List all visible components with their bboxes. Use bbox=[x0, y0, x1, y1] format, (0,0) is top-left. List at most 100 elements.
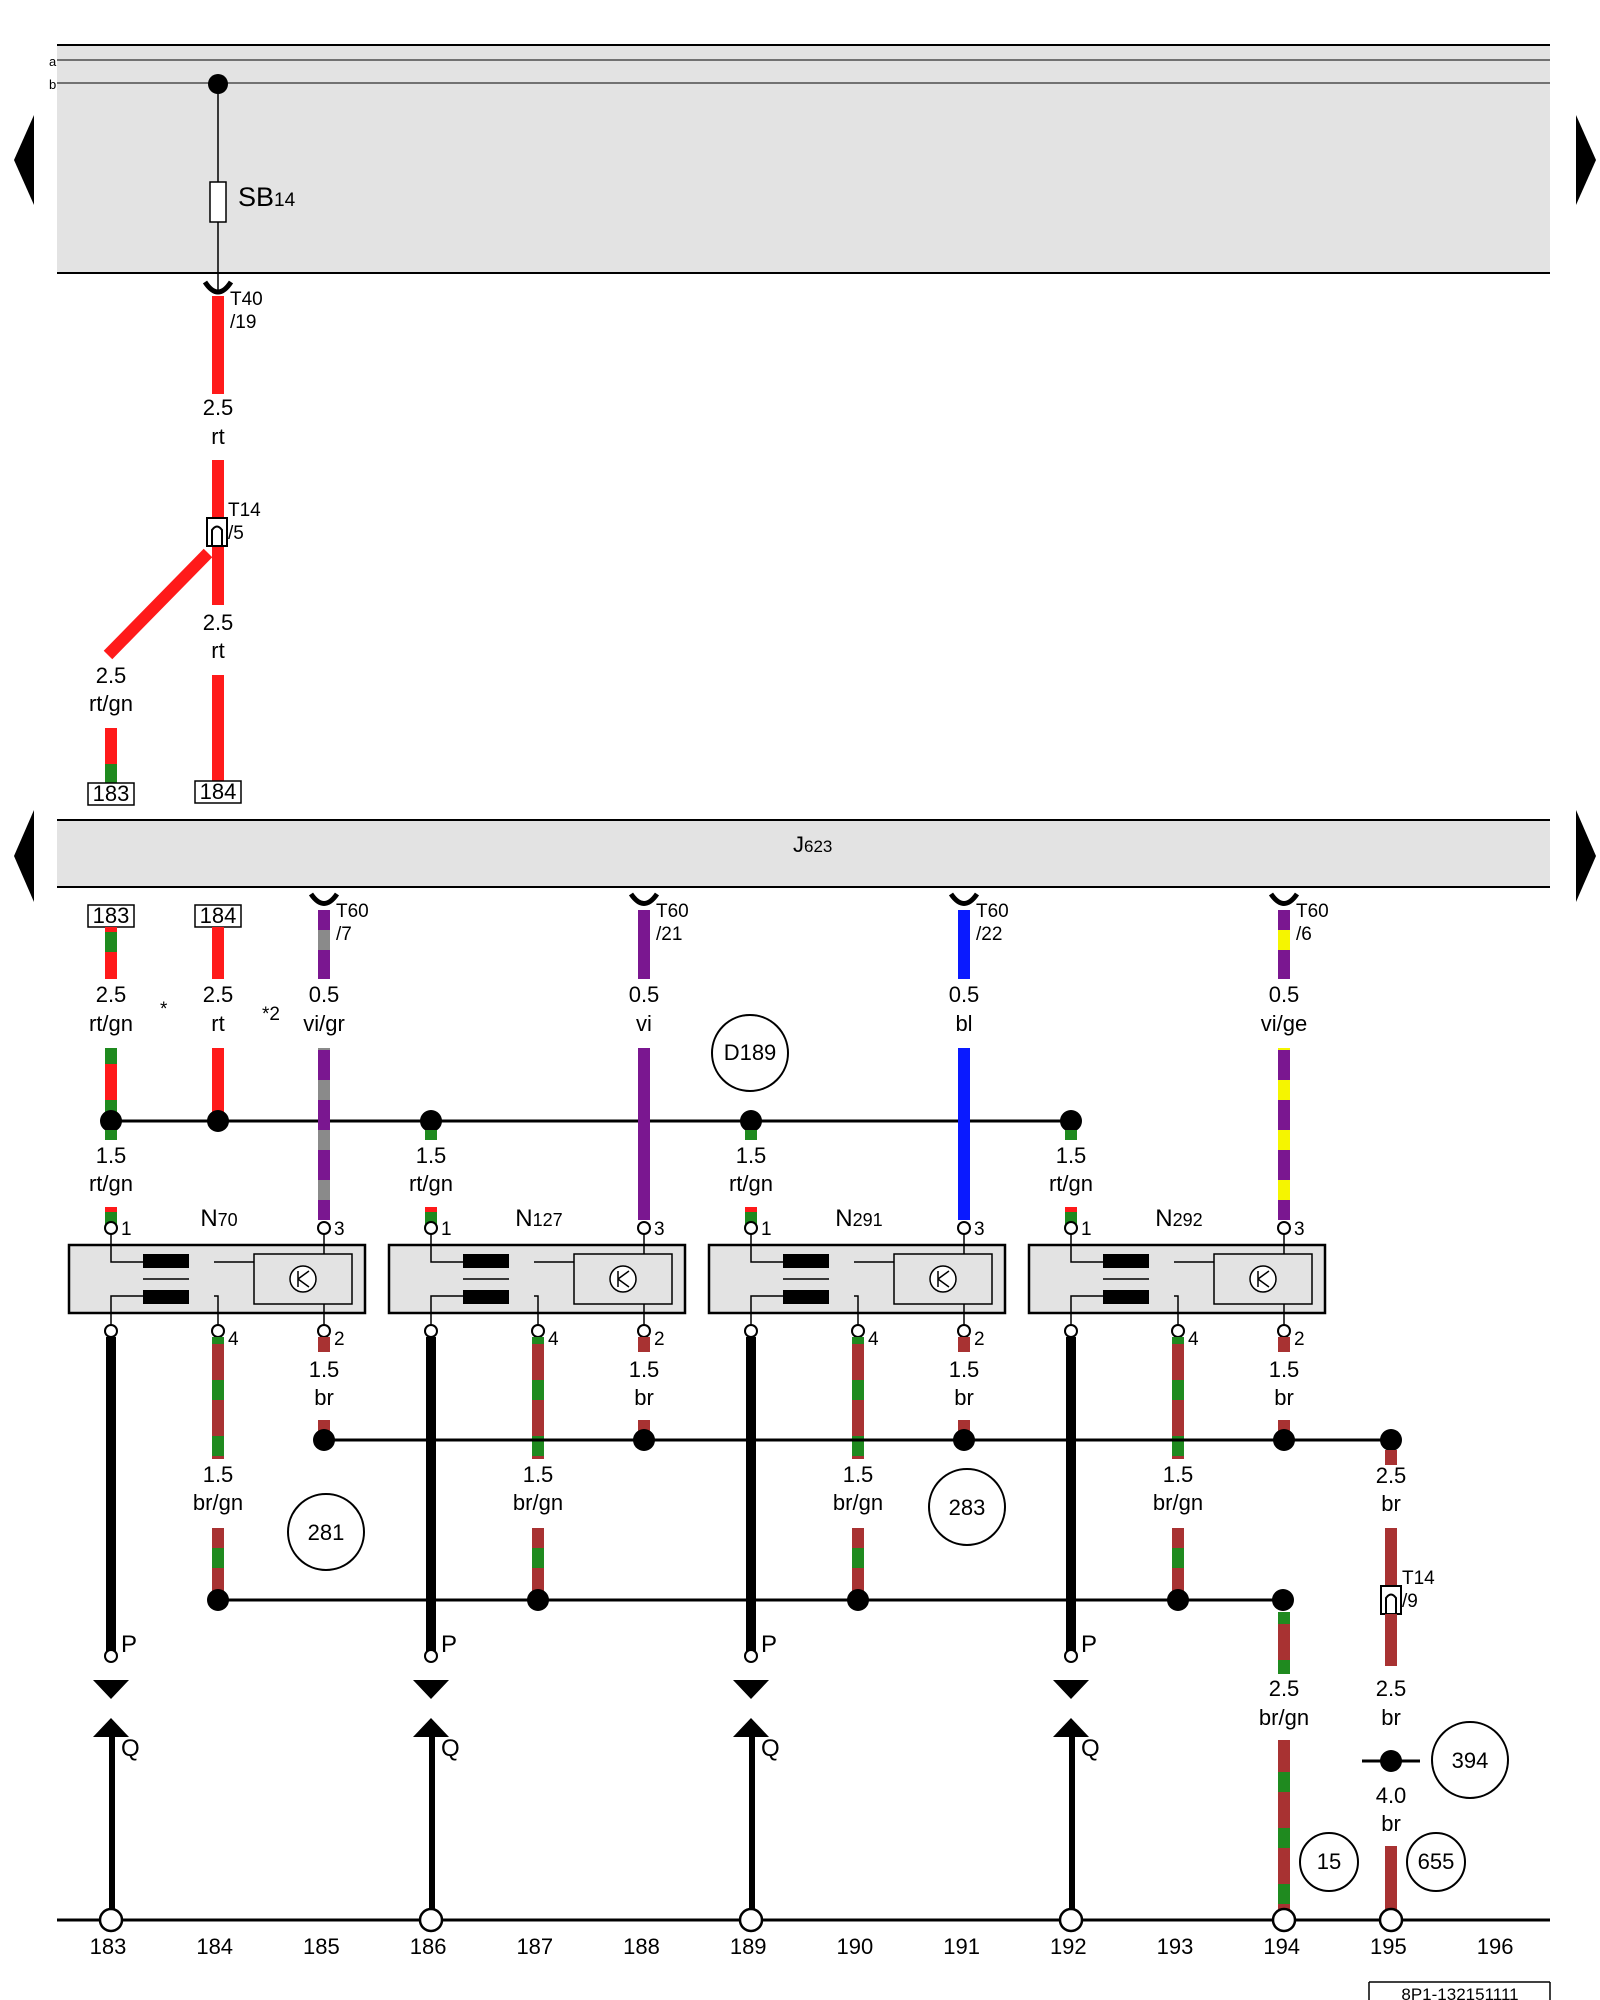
circle-ref-281[interactable]: 281 bbox=[287, 1493, 365, 1571]
arrow-up-icon bbox=[1053, 1718, 1089, 1737]
shielded-wire bbox=[1067, 1737, 1075, 1909]
circle-ref-15[interactable]: 15 bbox=[1299, 1832, 1359, 1892]
wire-rt-feed bbox=[212, 927, 224, 979]
wire-color-label: rt/gn bbox=[89, 691, 133, 716]
connector-p-label: P bbox=[121, 1631, 137, 1658]
wire-size-label: 1.5 bbox=[736, 1143, 767, 1168]
wire-size-label: 1.5 bbox=[203, 1462, 234, 1487]
coil-icon bbox=[463, 1254, 509, 1268]
pin-terminal bbox=[1171, 1324, 1185, 1338]
junction-dot bbox=[207, 1110, 229, 1132]
valve-name: N291 bbox=[835, 1205, 882, 1232]
wire-color-label: br bbox=[1274, 1385, 1294, 1410]
junction-dot bbox=[740, 1110, 762, 1132]
pin-label: 1 bbox=[441, 1219, 452, 1240]
shielded-wire bbox=[427, 1737, 435, 1909]
pin-terminal bbox=[957, 1324, 971, 1338]
circle-ref-d189[interactable]: D189 bbox=[711, 1014, 789, 1092]
wire-rtgn-feed bbox=[105, 1048, 117, 1122]
right-column: 2.5 br T14 /9 2.5 br 4.0 br 2.5 br/gn bbox=[1259, 1450, 1435, 1916]
pin-label: 4 bbox=[868, 1329, 879, 1350]
pin-label: 1 bbox=[1081, 1219, 1092, 1240]
wire-color-label: rt/gn bbox=[89, 1171, 133, 1196]
wire-size-label: 1.5 bbox=[523, 1462, 554, 1487]
t60-wire-4: T60/60.5vi/ge bbox=[1261, 892, 1329, 1220]
thick-ground-wire bbox=[1066, 1337, 1076, 1653]
track-number: 194 bbox=[1263, 1934, 1300, 1959]
connector-q-label: Q bbox=[121, 1735, 140, 1762]
wire-size-label: 1.5 bbox=[1269, 1357, 1300, 1382]
junction-dot bbox=[420, 1110, 442, 1132]
pin-terminal bbox=[957, 1221, 971, 1235]
wire-size-label: 2.5 bbox=[203, 610, 234, 635]
document-id: 8P1-132151111 bbox=[1401, 1985, 1518, 2000]
wire-color-label: rt/gn bbox=[1049, 1171, 1093, 1196]
pin-label: 3 bbox=[654, 1219, 665, 1240]
wire-size-label: 2.5 bbox=[1376, 1463, 1407, 1488]
t14-lower-pin: /9 bbox=[1402, 1591, 1418, 1612]
page-back-arrow-icon[interactable] bbox=[14, 810, 34, 902]
track-number: 191 bbox=[943, 1934, 980, 1959]
pin-label: 2 bbox=[334, 1329, 345, 1350]
circle-ref-283[interactable]: 283 bbox=[928, 1468, 1006, 1546]
wire-size-label: 0.5 bbox=[949, 982, 980, 1007]
t60-label: T60 bbox=[336, 901, 369, 922]
t60-label: T60 bbox=[656, 901, 689, 922]
transistor-icon bbox=[609, 1265, 637, 1293]
connector-q-label: Q bbox=[441, 1735, 460, 1762]
coil-icon bbox=[1103, 1254, 1149, 1268]
valve-name: N127 bbox=[515, 1205, 562, 1232]
wire-color-label: vi bbox=[636, 1011, 652, 1036]
ground-terminal bbox=[738, 1907, 764, 1933]
page-back-arrow-icon[interactable] bbox=[14, 115, 34, 205]
arrow-up-icon bbox=[733, 1718, 769, 1737]
wire-color-label: vi/ge bbox=[1261, 1011, 1307, 1036]
ref-box-184[interactable] bbox=[194, 780, 242, 804]
splice-dot bbox=[1380, 1750, 1402, 1772]
wire-color-label: bl bbox=[955, 1011, 972, 1036]
wire-rtgn-to-183 bbox=[105, 728, 117, 783]
shielded-wire bbox=[747, 1737, 755, 1909]
rail-label-a: a bbox=[49, 54, 57, 69]
top-band: a b SB14 bbox=[49, 44, 1550, 290]
pin-label: 1 bbox=[121, 1219, 132, 1240]
wire-rt-top bbox=[212, 296, 224, 394]
pin-terminal bbox=[531, 1324, 545, 1338]
circle-ref-394[interactable]: 394 bbox=[1431, 1721, 1509, 1799]
page-forward-arrow-icon[interactable] bbox=[1576, 115, 1596, 205]
ref-box-183[interactable] bbox=[87, 782, 135, 806]
coil-icon bbox=[463, 1290, 509, 1304]
t60-label: T60 bbox=[1296, 901, 1329, 922]
t14-upper-label: T14 bbox=[228, 500, 261, 521]
ground-terminal bbox=[1271, 1907, 1297, 1933]
t60-pin: /22 bbox=[976, 924, 1002, 945]
t40-connector-icon bbox=[202, 280, 234, 295]
wire-size-label: 1.5 bbox=[96, 1143, 127, 1168]
page-forward-arrow-icon[interactable] bbox=[1576, 810, 1596, 902]
ground-terminal bbox=[98, 1907, 124, 1933]
rail-label-b: b bbox=[49, 77, 56, 92]
connector-q-label: Q bbox=[761, 1735, 780, 1762]
coil-icon bbox=[143, 1290, 189, 1304]
arrow-down-icon bbox=[413, 1680, 449, 1699]
valve-name: N292 bbox=[1155, 1205, 1202, 1232]
track-number: 187 bbox=[516, 1934, 553, 1959]
wire-color-label: br/gn bbox=[513, 1490, 563, 1515]
wire-color-label: rt bbox=[211, 638, 224, 663]
circle-ref-655[interactable]: 655 bbox=[1406, 1832, 1466, 1892]
wire-color-label: br/gn bbox=[833, 1490, 883, 1515]
t60-connector-icon bbox=[1268, 892, 1300, 906]
track-number: 195 bbox=[1370, 1934, 1407, 1959]
circle-ref-text: 394 bbox=[1452, 1748, 1489, 1773]
pin-terminal bbox=[1064, 1324, 1078, 1338]
pin-terminal bbox=[424, 1221, 438, 1235]
ground-terminal bbox=[1058, 1907, 1084, 1933]
ref-box-text: 183 bbox=[93, 903, 130, 928]
pin-terminal bbox=[317, 1221, 331, 1235]
track-number: 185 bbox=[303, 1934, 340, 1959]
